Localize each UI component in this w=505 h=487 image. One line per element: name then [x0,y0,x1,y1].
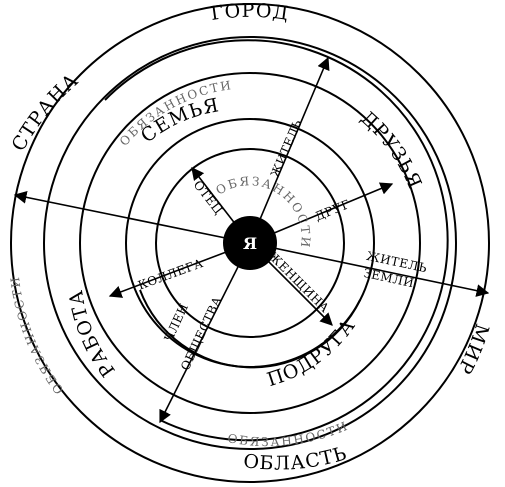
friends-ring [79,72,421,414]
center-circle [223,216,277,270]
arrow-region [159,242,251,424]
work-ring [139,289,361,369]
label-work: РАБОТА [65,288,120,381]
role-friend: ДРУГ [313,197,352,224]
center-label: Я [243,234,257,253]
role-member: ЧЛЕН [161,301,191,344]
role-resident: ЖИТЕЛЬ [268,117,305,179]
duties-region: ОБЯЗАННОСТИ [226,418,350,449]
region-ring [43,36,457,450]
label-girlfriend: ПОДРУГА [264,315,360,392]
city-ring [104,39,449,442]
arrow-country [13,191,251,244]
duties-country: ОБЯЗАННОСТИ [8,274,66,396]
label-country: СТРАНА [8,69,83,155]
label-city: ГОРОД [209,0,290,25]
role-colleague: КОЛЛЕГА [136,256,205,293]
inner-ring [155,148,345,338]
arrow-city [249,56,330,244]
label-world: МИР [453,321,493,378]
arrow-world [249,242,490,297]
outer-ring [10,3,490,483]
